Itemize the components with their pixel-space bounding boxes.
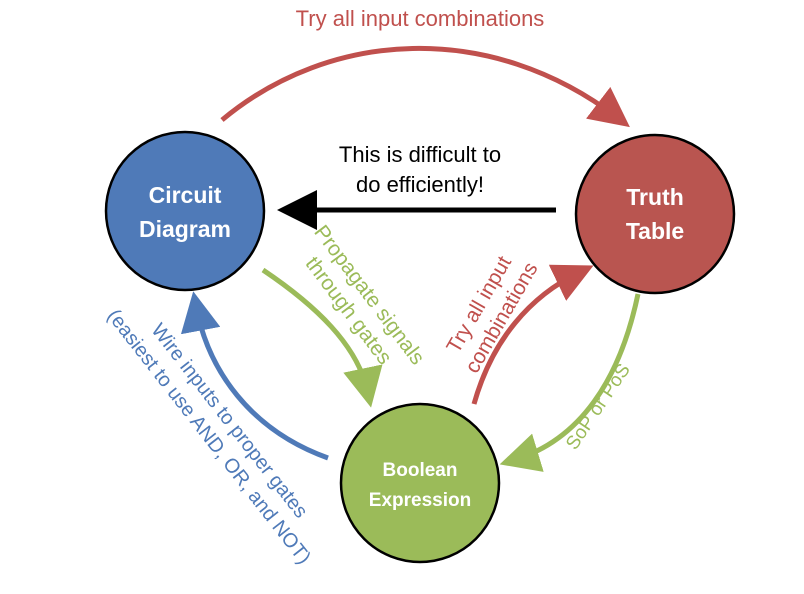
node-circuit-circle (104, 130, 266, 292)
edge-wire-label-line1: Wire inputs to proper gates (147, 320, 312, 523)
node-boolean-circle (339, 402, 501, 564)
edge-try-inner-arrow (471, 264, 594, 405)
node-circuit-label-line1: Circuit (149, 182, 222, 208)
edge-sop-label: SoP or PoS (562, 360, 635, 454)
edge-top-label: Try all input combinations (296, 6, 545, 31)
edge-wire-arrow (180, 291, 329, 461)
edge-top-arrow (220, 46, 630, 128)
edge-middle-label-line1: This is difficult to (339, 142, 501, 167)
node-boolean-expression: Boolean Expression (339, 402, 501, 564)
node-truth-table: Truth Table (574, 133, 736, 295)
node-boolean-label-line2: Expression (369, 490, 471, 511)
node-truth-label-line2: Table (626, 218, 684, 244)
node-truth-circle (574, 133, 736, 295)
node-circuit-label-line2: Diagram (139, 216, 231, 242)
edge-sop-arrow (499, 293, 641, 472)
edge-middle-label-line2: do efficiently! (356, 172, 484, 197)
node-truth-label-line1: Truth (626, 184, 684, 210)
edge-propagate-arrow (261, 267, 383, 408)
node-circuit-diagram: Circuit Diagram (104, 130, 266, 292)
node-boolean-label-line1: Boolean (383, 460, 458, 481)
